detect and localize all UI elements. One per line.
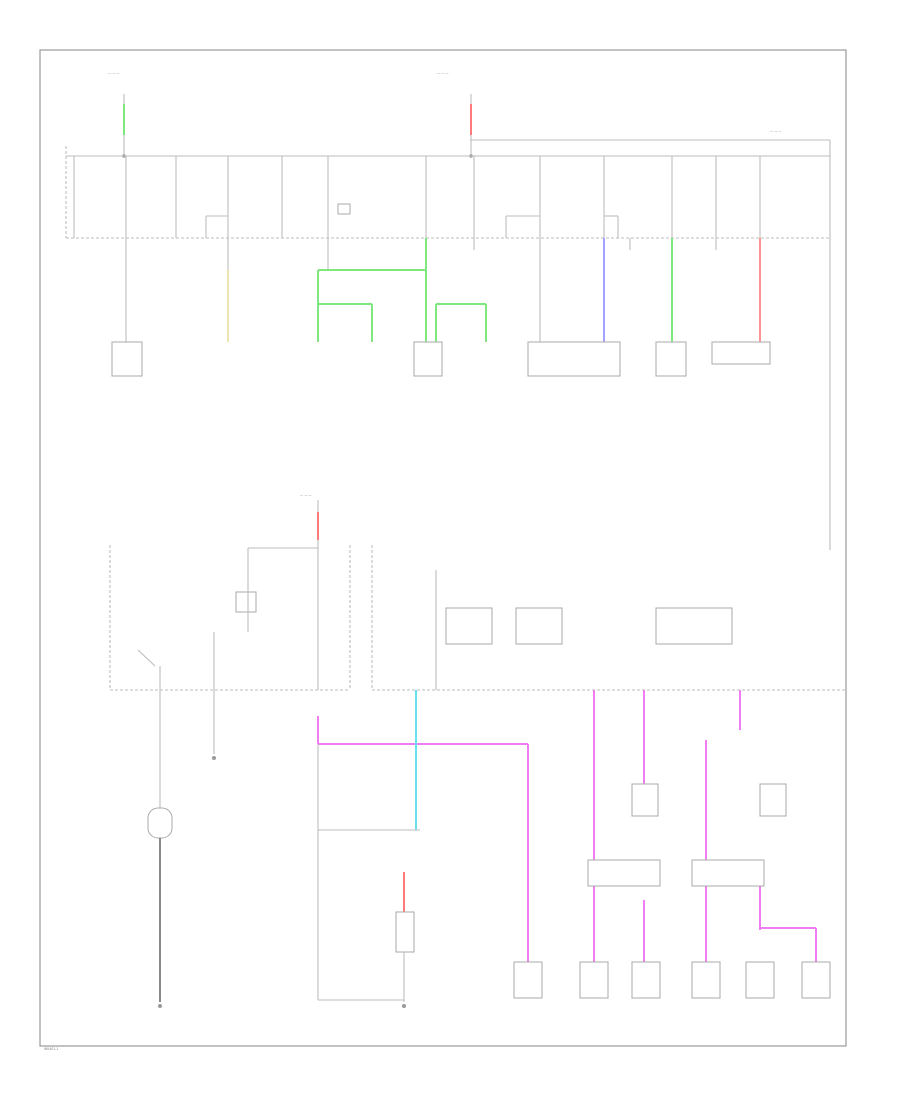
lower-right-box-2 xyxy=(759,783,787,817)
middle-right-enclosure xyxy=(371,545,846,691)
fuse-details xyxy=(205,203,619,238)
middle-left-enclosure xyxy=(109,545,351,691)
middle-right-box-1 xyxy=(445,607,493,645)
lower-right-box-1 xyxy=(631,783,659,817)
lower-left-branch xyxy=(147,690,216,1008)
middle-right-box-3 xyxy=(655,607,733,645)
source-label-left: — — — xyxy=(108,71,120,75)
top-center-power-source: — — — xyxy=(437,71,473,158)
bottom-box-1 xyxy=(513,961,543,999)
upper-components xyxy=(111,341,771,377)
diagram-frame xyxy=(39,49,847,1047)
lower-center-component xyxy=(395,911,415,953)
pink-harness xyxy=(317,690,529,1008)
component-box-2 xyxy=(413,341,443,377)
bottom-box-2 xyxy=(579,961,609,999)
source-label-center: — — — xyxy=(437,71,449,75)
component-box-5 xyxy=(711,341,771,365)
footer-code: W0401-1 xyxy=(44,1047,58,1051)
upper-fuse-box xyxy=(65,139,831,550)
component-box-1 xyxy=(111,341,143,377)
source-label-middle: — — — xyxy=(300,493,312,497)
fuse-box-label: — — — xyxy=(770,129,782,133)
bottom-box-5 xyxy=(745,961,775,999)
top-left-power-source: — — — xyxy=(108,71,126,158)
fuse-columns xyxy=(73,156,761,238)
middle-right-box-2 xyxy=(515,607,563,645)
bottom-box-3 xyxy=(631,961,661,999)
bottom-box-4 xyxy=(691,961,721,999)
lower-right-branches xyxy=(587,690,817,962)
fuse-output-wires xyxy=(125,238,761,342)
bottom-components xyxy=(513,961,831,999)
component-box-3 xyxy=(527,341,621,377)
component-box-4 xyxy=(655,341,687,377)
lower-left-component xyxy=(147,807,173,839)
bottom-box-6 xyxy=(801,961,831,999)
middle-power-source: — — — xyxy=(300,493,319,690)
